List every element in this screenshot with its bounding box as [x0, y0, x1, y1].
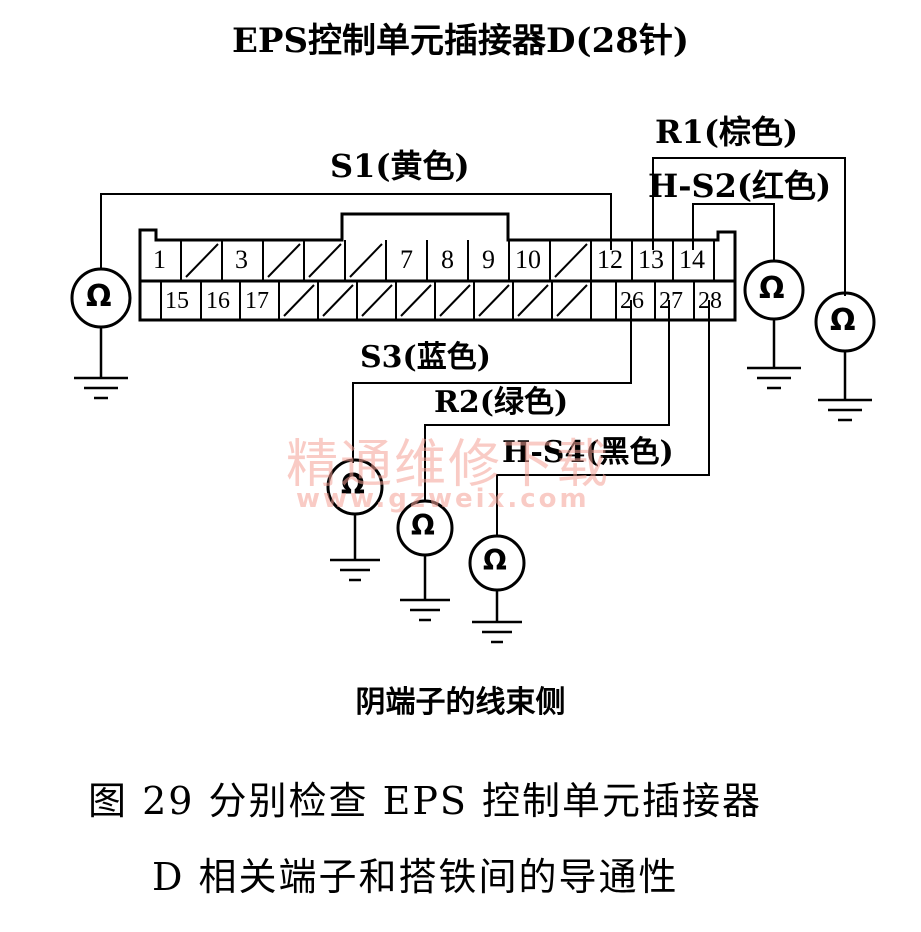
ohm-icon: Ω — [341, 468, 365, 501]
pin-1: 1 — [153, 245, 166, 274]
ground-s1 — [74, 327, 128, 400]
ground-r1 — [818, 351, 872, 422]
pin-14: 14 — [679, 245, 705, 274]
pin-13: 13 — [638, 245, 664, 274]
pin-17: 17 — [245, 288, 269, 314]
ground-r2 — [400, 555, 450, 622]
pin-15: 15 — [165, 288, 189, 314]
diagram-title: EPS控制单元插接器D(28针) — [231, 21, 689, 61]
wire-label-s1: S1(黄色) — [330, 147, 470, 185]
ground-s3 — [330, 514, 380, 582]
wire-s1 — [100, 193, 612, 268]
wire-label-hs2: H-S2(红色) — [648, 167, 832, 205]
wire-r2 — [424, 300, 670, 500]
figure-caption-line2: D 相关端子和搭铁间的导通性 — [152, 855, 679, 899]
wire-r1 — [652, 157, 846, 296]
ohm-icon: Ω — [411, 509, 435, 542]
pin-12: 12 — [597, 245, 623, 274]
harness-side-label: 阴端子的线束侧 — [355, 685, 566, 720]
pin-16: 16 — [206, 288, 230, 314]
bottom-row-empty-slots — [283, 284, 588, 317]
wire-hs4 — [496, 300, 710, 535]
bottom-row-dividers — [160, 281, 695, 320]
wire-hs2 — [692, 203, 775, 260]
pin-9: 9 — [482, 245, 495, 274]
top-row-empty-slots — [185, 243, 588, 278]
pin-26: 26 — [620, 288, 644, 314]
ground-hs2 — [747, 319, 801, 390]
ohm-icon: Ω — [759, 271, 785, 306]
pin-10: 10 — [515, 245, 541, 274]
pin-27: 27 — [659, 288, 683, 314]
ohm-icon: Ω — [830, 303, 856, 338]
figure-caption-line1: 图 29 分别检查 EPS 控制单元插接器 — [88, 779, 763, 823]
ground-hs4 — [472, 590, 522, 644]
pin-3: 3 — [235, 245, 248, 274]
wire-label-r2: R2(绿色) — [434, 385, 569, 420]
ohm-icon: Ω — [483, 544, 507, 577]
pin-28: 28 — [698, 288, 722, 314]
pin-7: 7 — [400, 245, 413, 274]
pin-8: 8 — [441, 245, 454, 274]
wire-s3 — [352, 300, 632, 463]
wire-label-r1: R1(棕色) — [655, 113, 799, 151]
ohm-icon: Ω — [86, 279, 112, 314]
top-row-dividers — [180, 240, 715, 281]
wire-label-s3: S3(蓝色) — [360, 340, 491, 375]
wire-label-hs4: H-S4(黑色) — [502, 435, 674, 470]
